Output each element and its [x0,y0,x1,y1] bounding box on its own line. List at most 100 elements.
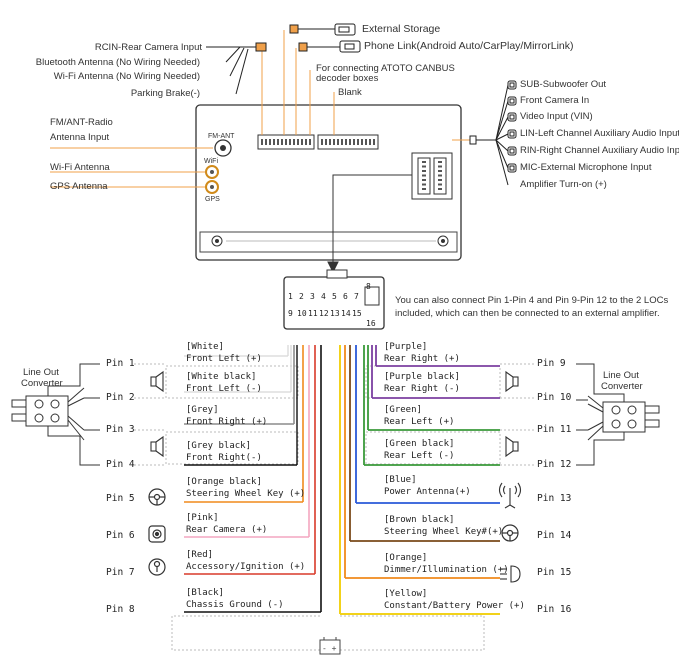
wire-function-label: Rear Left (-) [384,451,455,461]
phone-link-label: Phone Link(Android Auto/CarPlay/MirrorLi… [364,40,574,52]
external-storage-label: External Storage [362,23,441,35]
wire-color-label: [Purple] [384,342,428,352]
pin-label: Pin 1 [106,358,135,369]
connector-pin-number: 1 [288,292,293,301]
right-side-label: Video Input (VIN) [520,111,593,122]
left-converter-label-1: Line Out [23,367,59,378]
note-line-2: included, which can then be connected to… [395,308,660,319]
bt-antenna-label: Bluetooth Antenna (No Wiring Needed) [35,57,200,68]
connector-pin-number: 13 [330,309,340,318]
wire-color-label: [Green black] [384,439,455,449]
pin-label: Pin 13 [537,493,572,504]
connector-pin-number: 3 [310,292,315,301]
wire-color-label: [Red] [186,550,214,560]
right-side-label: MIC-External Microphone Input [520,162,652,173]
pin-label: Pin 9 [537,358,566,369]
wire-function-label: Front Left (+) [186,354,262,364]
pin-label: Pin 14 [537,530,572,541]
pin-label: Pin 6 [106,530,135,541]
connector-pin-number: 16 [366,319,376,328]
connector-pin-number: 15 [352,309,362,318]
pin-label: Pin 7 [106,567,135,578]
top-connectors [257,134,379,150]
wire-color-label: [Purple black] [384,372,460,382]
wire-color-label: [Yellow] [384,589,428,599]
wire-color-label: [Black] [186,588,224,598]
speaker-boxes [165,365,501,465]
wire-function-label: Dimmer/Illumination (+) [384,565,509,575]
ignition-key-icon [148,558,166,576]
antenna-icon [498,482,522,509]
wire-function-label: Power Antenna(+) [384,487,471,497]
wire-function-label: Rear Right (-) [384,384,460,394]
left-line-out-converter [11,363,100,466]
connector-pin-number: 7 [354,292,359,301]
antenna-jacks [205,139,232,194]
right-converter-label-2: Converter [601,381,643,392]
wire-color-label: [Brown black] [384,515,455,525]
sixteen-pin-connector [283,269,385,330]
connector-pin-number: 6 [343,292,348,301]
right-line-out-converter [576,363,660,466]
wire-function-label: Steering Wheel Key (+) [186,489,306,499]
right-side-label: LIN-Left Channel Auxiliary Audio Input [520,128,679,139]
wire-function-label: Rear Right (+) [384,354,460,364]
wire-function-label: Front Right (+) [186,417,268,427]
wire-color-label: [White black] [186,372,257,382]
right-converter-label-1: Line Out [603,370,639,381]
wire-color-label: [Pink] [186,513,219,523]
pin-label: Pin 3 [106,424,135,435]
svg-text:- +: - + [322,644,337,653]
pin-label: Pin 4 [106,459,135,470]
wire-color-label: [Orange] [384,553,428,563]
wire-function-label: Steering Wheel Key#(+) [384,527,504,537]
left-converter-label-2: Converter [21,378,63,389]
right-connector-block [411,152,453,200]
wire-color-label: [Orange black] [186,477,262,487]
gps-antenna-label: GPS Antenna [50,181,108,192]
wire-color-label: [Blue] [384,475,417,485]
wire-color-label: [Grey black] [186,441,252,451]
wire-function-label: Rear Camera (+) [186,525,268,535]
parking-brake-label: Parking Brake(-) [130,88,200,99]
wire-function-label: Accessory/Ignition (+) [186,562,306,572]
pin-label: Pin 2 [106,392,135,403]
connector-pin-number: 11 [308,309,318,318]
top-left-harness [206,42,267,95]
unit-wifi-label: WiFi [204,158,218,165]
right-side-label: SUB-Subwoofer Out [520,79,607,90]
fm-antenna-label-2: Antenna Input [50,132,110,143]
pin-label: Pin 8 [106,604,135,615]
connector-pin-number: 5 [332,292,337,301]
battery-loop [171,615,485,651]
wifi-antenna-nowire-label: Wi-Fi Antenna (No Wiring Needed) [53,71,200,82]
pin-label: Pin 15 [537,567,572,578]
blank-label: Blank [338,87,362,98]
headlight-icon [500,565,521,583]
wire-color-label: [White] [186,342,224,352]
right-side-label: Front Camera In [520,95,590,106]
connector-pin-number: 10 [297,309,307,318]
fm-antenna-label-1: FM/ANT-Radio [50,117,113,128]
unit-fm-ant-label: FM-ANT [208,133,235,140]
right-rca-harness [469,80,517,186]
note-line-1: You can also connect Pin 1-Pin 4 and Pin… [395,295,669,306]
pin-label: Pin 12 [537,459,572,470]
pin-label: Pin 16 [537,604,572,615]
connector-link [327,174,412,274]
steering-wheel-icon [148,488,519,542]
right-side-label: RIN-Right Channel Auxiliary Audio Input [520,145,679,156]
head-unit-bottom-strip [199,231,458,253]
connector-pin-number: 4 [321,292,326,301]
wire-color-label: [Grey] [186,405,219,415]
right-side-label: Amplifier Turn-on (+) [520,179,607,190]
wire-function-label: Rear Left (+) [384,417,455,427]
pin-label: Pin 5 [106,493,135,504]
wifi-antenna-label: Wi-Fi Antenna [50,162,110,173]
canbus-label-1: For connecting ATOTO CANBUS [316,63,455,74]
wire-function-label: Chassis Ground (-) [186,600,284,610]
connector-pin-number: 8 [366,282,371,291]
wire-function-label: Front Right(-) [186,453,262,463]
